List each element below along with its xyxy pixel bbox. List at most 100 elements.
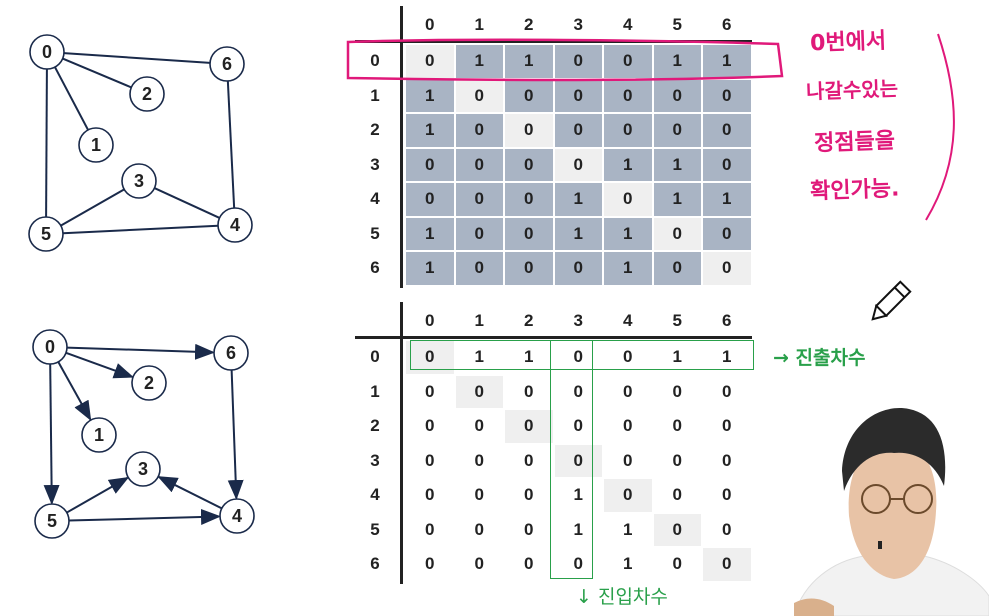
top-matrix-cell: 0 [405, 44, 455, 79]
top-matrix-horizontal-rule [355, 40, 752, 43]
undirected-node-label: 5 [41, 224, 51, 244]
bottom-matrix-col-header: 0 [425, 311, 435, 330]
top-matrix-cell: 0 [504, 216, 554, 251]
undirected-edge-0-2 [62, 57, 132, 89]
bottom-matrix-cell: 0 [722, 450, 732, 470]
directed-edge-5-3 [66, 476, 130, 514]
top-matrix-cell: 1 [603, 251, 653, 286]
top-matrix-cell: 0 [603, 113, 653, 148]
directed-node-3: 3 [125, 451, 161, 487]
bottom-matrix-cell: 0 [425, 450, 435, 470]
directed-node-4: 4 [219, 498, 255, 534]
directed-node-1: 1 [81, 417, 117, 453]
bottom-matrix-horizontal-rule [355, 336, 752, 339]
top-matrix-cell: 0 [702, 216, 752, 251]
top-matrix-cell: 0 [454, 147, 504, 182]
bottom-matrix-cell: 0 [672, 554, 682, 574]
bottom-matrix-cell: 0 [623, 347, 633, 367]
bottom-matrix-row-header: 2 [370, 416, 380, 436]
bottom-matrix-cell: 1 [573, 485, 583, 505]
top-matrix-cell: 0 [652, 251, 702, 286]
directed-node-2: 2 [131, 365, 167, 401]
top-matrix-cell: 0 [702, 113, 752, 148]
top-matrix-cell: 0 [553, 113, 603, 148]
top-matrix-cell: 0 [405, 182, 455, 217]
bottom-matrix-cell: 0 [504, 409, 554, 444]
handwritten-line-4: 확인가능. [809, 176, 900, 205]
bottom-matrix-cell: 0 [405, 340, 455, 375]
top-matrix-col-header: 4 [623, 15, 633, 34]
bottom-matrix-cell: 0 [524, 485, 534, 505]
bottom-matrix-row-header: 1 [370, 381, 380, 401]
top-matrix-cell: 0 [504, 147, 554, 182]
bottom-matrix-cell: 0 [553, 443, 603, 478]
top-matrix-cell: 1 [603, 216, 653, 251]
directed-node-label: 2 [144, 373, 154, 393]
bottom-matrix-cell: 0 [623, 416, 633, 436]
top-matrix-cell: 1 [553, 216, 603, 251]
handwritten-line-2: 나갈수있는 [805, 76, 899, 104]
directed-node-5: 5 [34, 503, 70, 539]
bottom-matrix-cell: 0 [454, 374, 504, 409]
top-matrix-row-header: 1 [370, 85, 380, 105]
top-matrix-row-header: 6 [370, 258, 380, 278]
bottom-matrix-cell: 0 [573, 416, 583, 436]
undirected-node-0: 0 [29, 34, 65, 70]
bottom-matrix-col-header: 6 [722, 311, 732, 330]
presenter-video [794, 408, 989, 616]
bottom-matrix-cell: 0 [623, 450, 633, 470]
top-matrix-row-header: 3 [370, 154, 380, 174]
undirected-edge-3-4 [154, 187, 220, 219]
undirected-node-label: 1 [91, 135, 101, 155]
undirected-edge-0-6 [63, 52, 211, 64]
bottom-matrix-cell: 0 [573, 554, 583, 574]
undirected-node-3: 3 [121, 163, 157, 199]
directed-edge-0-1 [57, 361, 92, 422]
top-matrix-cell: 0 [702, 251, 752, 286]
top-matrix-row-header: 2 [370, 120, 380, 140]
row0-highlight [346, 38, 784, 82]
top-matrix-cell: 0 [454, 182, 504, 217]
bottom-matrix-cell: 0 [425, 485, 435, 505]
directed-edge-5-4 [68, 508, 222, 525]
top-matrix-col-header: 1 [474, 15, 484, 34]
bottom-matrix-cell: 0 [722, 485, 732, 505]
bottom-matrix-cell: 0 [573, 381, 583, 401]
bottom-matrix-cell: 0 [524, 554, 534, 574]
top-matrix-col-header: 3 [573, 15, 583, 34]
bottom-matrix-row-header: 5 [370, 519, 380, 539]
top-matrix-cell: 0 [652, 78, 702, 113]
top-matrix-cell: 1 [504, 44, 554, 79]
handwritten-line-3: 정점들을 [813, 128, 896, 157]
directed-edge-6-4 [227, 369, 244, 501]
top-matrix-cell: 0 [603, 182, 653, 217]
pencil-icon [871, 280, 912, 321]
bottom-matrix-cell: 0 [623, 381, 633, 401]
bottom-matrix-row-header: 4 [370, 485, 380, 505]
bottom-matrix-row-header: 0 [370, 347, 380, 367]
directed-edge-4-3 [157, 476, 223, 510]
undirected-node-label: 2 [142, 84, 152, 104]
undirected-edge-0-5 [45, 68, 48, 218]
top-matrix-col-header: 0 [425, 15, 435, 34]
directed-node-label: 5 [47, 511, 57, 531]
bottom-matrix-cell: 0 [524, 450, 534, 470]
handwritten-bracket [925, 33, 955, 221]
top-matrix-cell: 1 [405, 216, 455, 251]
top-matrix-cell: 0 [652, 113, 702, 148]
directed-edges [43, 343, 244, 525]
bottom-matrix-cell: 1 [524, 347, 534, 367]
top-matrix-cell: 0 [454, 216, 504, 251]
bottom-matrix-cell: 0 [573, 347, 583, 367]
directed-node-0: 0 [32, 329, 68, 365]
top-matrix-row-header: 5 [370, 223, 380, 243]
bottom-matrix-cell: 1 [722, 347, 732, 367]
directed-edge-0-2 [65, 351, 134, 379]
bottom-matrix-cell: 0 [425, 416, 435, 436]
top-matrix-cell: 1 [702, 44, 752, 79]
directed-node-label: 1 [94, 425, 104, 445]
top-matrix-col-header: 5 [672, 15, 682, 34]
top-matrix-cell: 0 [702, 78, 752, 113]
